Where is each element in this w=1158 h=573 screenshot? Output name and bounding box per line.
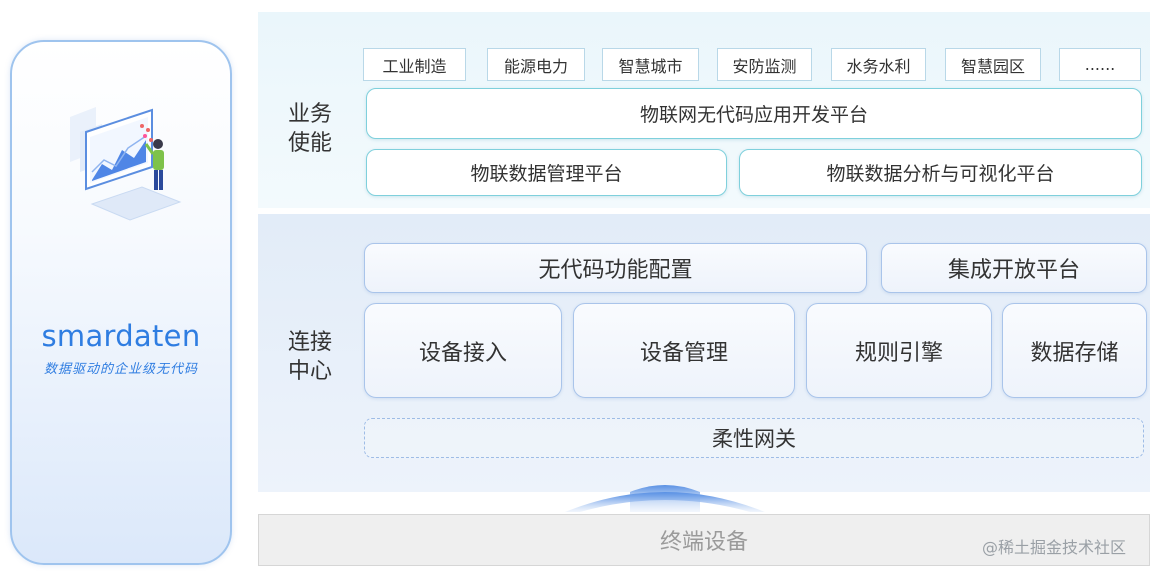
module-box[interactable]: 规则引擎 [806,303,992,398]
iot-no-code-platform-box[interactable]: 物联网无代码应用开发平台 [366,88,1142,139]
module-box[interactable]: 设备管理 [573,303,795,398]
iot-data-analysis-box[interactable]: 物联数据分析与可视化平台 [739,149,1142,196]
arrow-up-icon [565,485,765,512]
industry-tag[interactable]: 智慧园区 [945,48,1041,81]
flexible-gateway-box[interactable]: 柔性网关 [364,418,1144,458]
module-box[interactable]: 设备接入 [364,303,562,398]
industry-tag-more[interactable]: ...... [1059,48,1141,81]
industry-tag[interactable]: 智慧城市 [602,48,699,81]
module-box[interactable]: 数据存储 [1002,303,1147,398]
industry-tag[interactable]: 水务水利 [831,48,926,81]
industry-tag[interactable]: 安防监测 [717,48,812,81]
industry-tag[interactable]: 能源电力 [487,48,585,81]
industry-tag[interactable]: 工业制造 [363,48,466,81]
business-enablement-panel: 业务 使能 工业制造 能源电力 智慧城市 安防监测 水务水利 智慧园区 ....… [258,12,1150,208]
data-analyst-illustration-icon [70,107,182,221]
connection-center-panel: 连接 中心 无代码功能配置 集成开放平台 设备接入 设备管理 规则引擎 数据存储… [258,214,1150,492]
no-code-config-box[interactable]: 无代码功能配置 [364,243,867,293]
watermark: @稀土掘金技术社区 [982,538,1127,557]
brand-name: smardaten [41,319,201,353]
business-section-label: 业务 使能 [288,102,333,156]
brand-card: smardaten 数据驱动的企业级无代码 [10,40,232,565]
integration-platform-box[interactable]: 集成开放平台 [881,243,1147,293]
brand-slogan: 数据驱动的企业级无代码 [43,362,198,377]
terminal-devices-bar[interactable]: 终端设备 [258,514,1150,566]
iot-data-management-box[interactable]: 物联数据管理平台 [366,149,727,196]
connect-section-label: 连接 中心 [288,330,333,384]
